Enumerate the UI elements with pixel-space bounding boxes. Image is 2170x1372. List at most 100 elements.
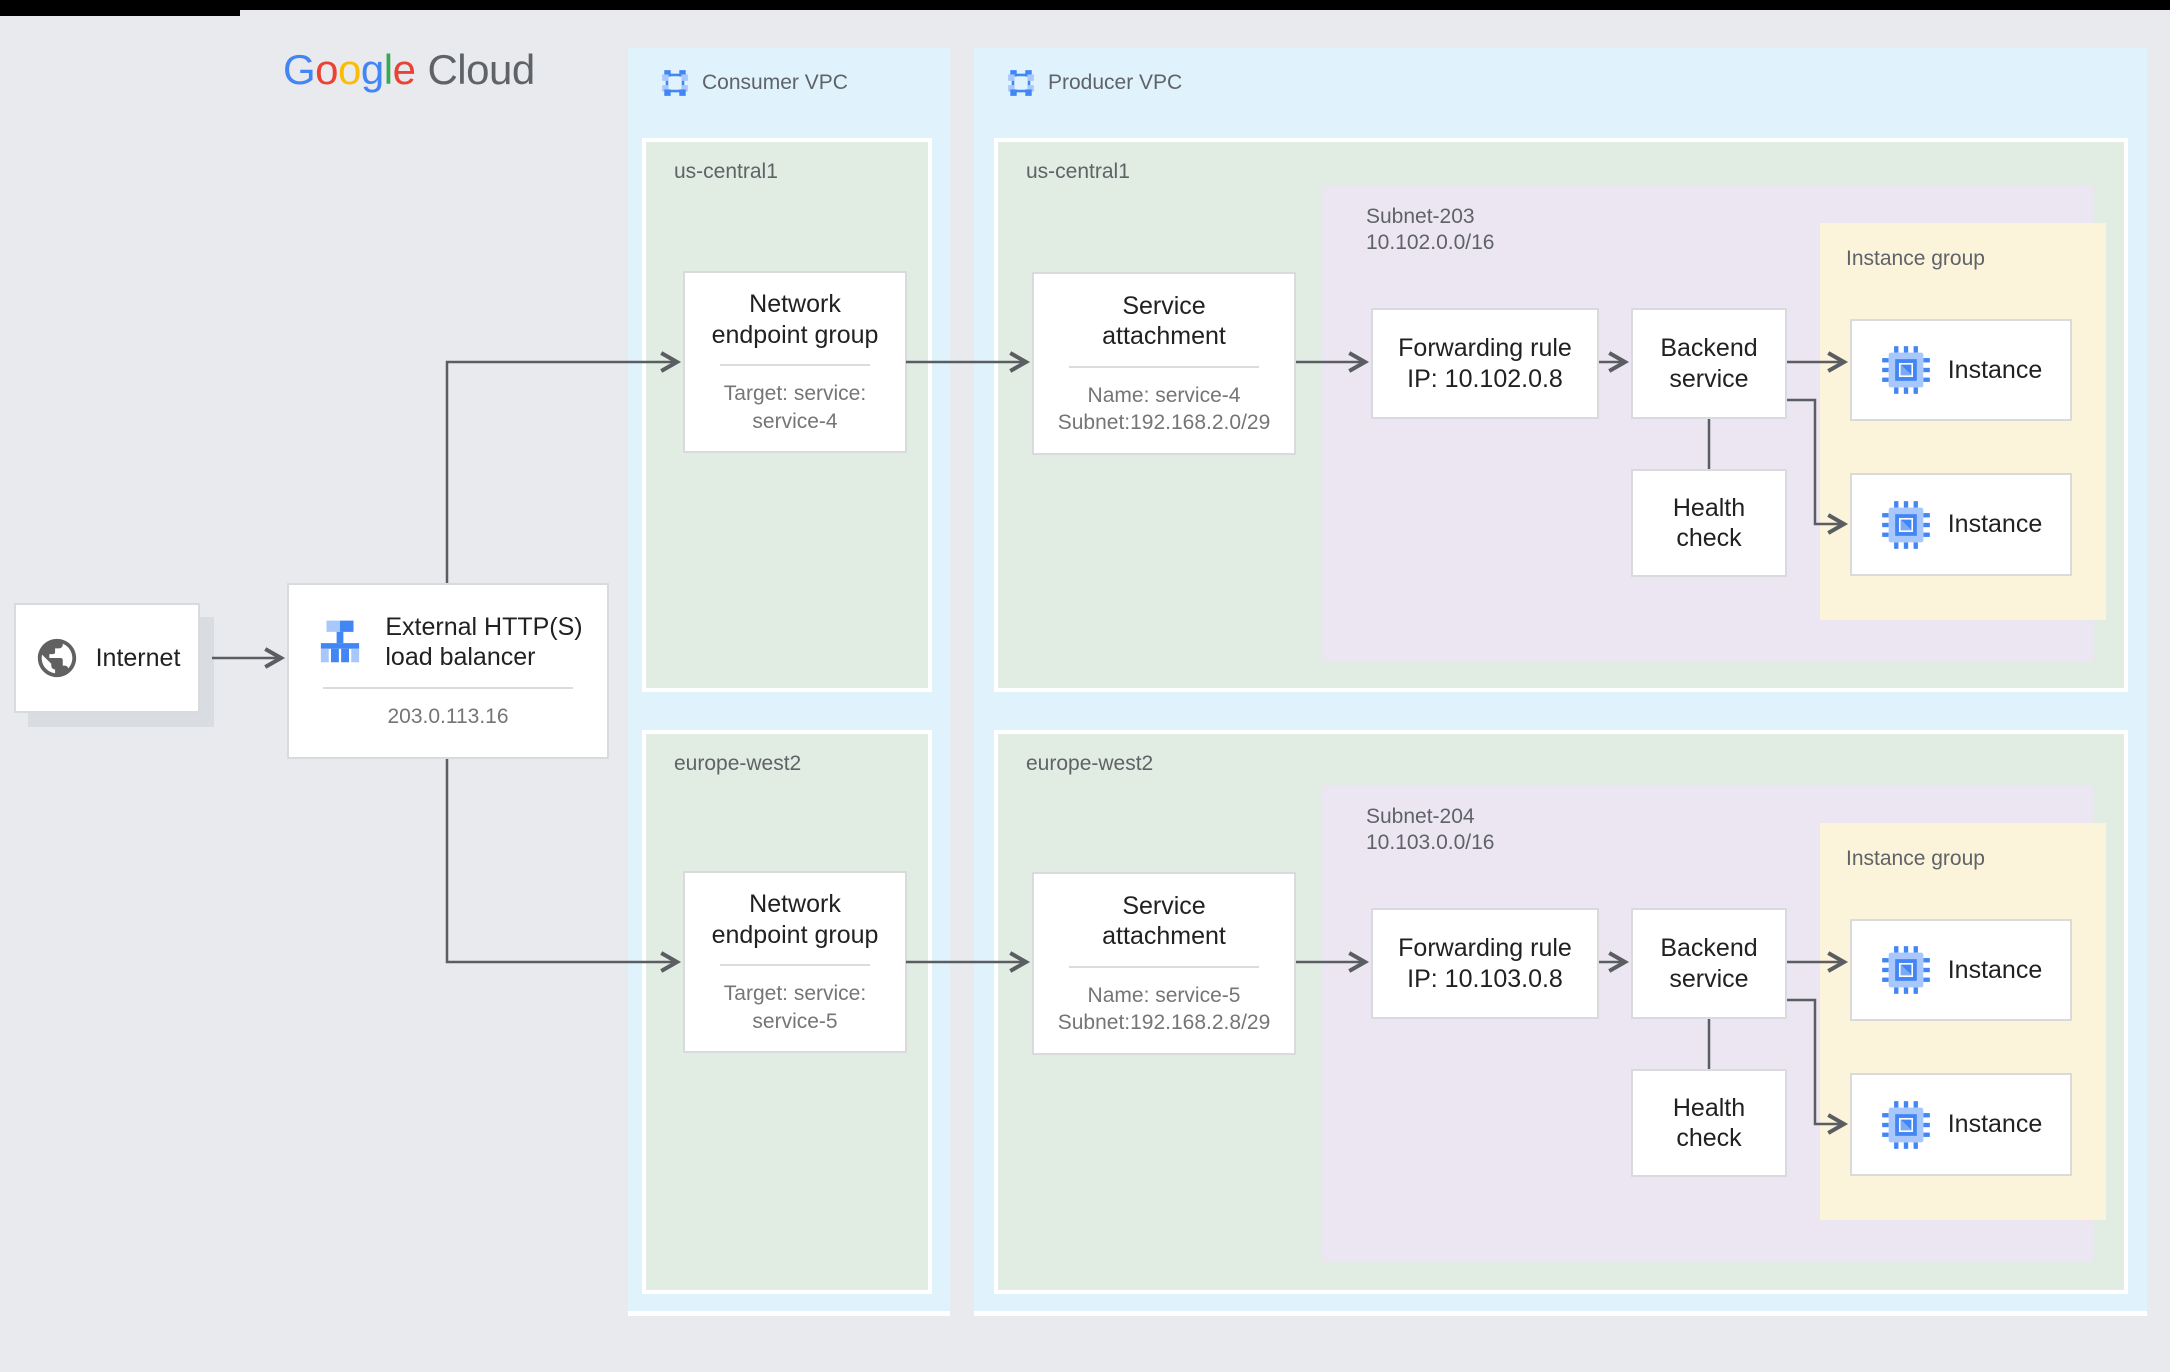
neg-title-line2: endpoint group [711,320,879,349]
health-check-node-1: Health check [1631,469,1787,577]
instance-label: Instance [1947,955,2043,984]
instance-label: Instance [1947,510,2043,539]
subnet-name: Subnet-203 [1366,205,1475,228]
forwarding-rule-text: Forwarding rule IP: 10.103.0.8 [1398,933,1572,994]
load-balancer-title: External HTTP(S) load balancer [385,612,582,673]
backend-line1: Backend [1660,934,1758,962]
health-check-node-2: Health check [1631,1069,1787,1177]
sa-subnet-line: Subnet:192.168.2.0/29 [1057,411,1271,434]
load-balancer-node: External HTTP(S) load balancer 203.0.113… [287,583,609,759]
subnet-label: Subnet-203 10.102.0.0/16 [1366,204,1494,257]
network-endpoint-group-node-1: Network endpoint group Target: service: … [683,271,907,453]
producer-vpc-header: Producer VPC [1006,68,1182,98]
neg-title: Network endpoint group [712,889,879,950]
backend-line2: service [1669,964,1749,993]
health-check-text: Health check [1673,493,1745,554]
instance-label: Instance [1947,355,2043,384]
load-balancer-ip: 203.0.113.16 [387,704,509,728]
consumer-vpc-header: Consumer VPC [660,68,848,98]
compute-instance-icon [1881,1100,1930,1149]
region-label: us-central1 [1026,160,1130,183]
neg-title-line1: Network [749,890,841,919]
load-balancer-icon [321,620,360,663]
fr-line2: IP: 10.103.0.8 [1407,964,1563,993]
compute-instance-icon [1881,346,1930,394]
subnet-cidr: 10.102.0.0/16 [1366,231,1495,255]
instance-group-label: Instance group [1846,247,1985,270]
neg-title: Network endpoint group [712,289,879,350]
divider-line [720,364,870,367]
forwarding-rule-node-2: Forwarding rule IP: 10.103.0.8 [1371,908,1599,1019]
instance-node: Instance [1850,473,2072,576]
backend-service-node-2: Backend service [1631,908,1787,1019]
instance-label: Instance [1947,1110,2043,1139]
service-attachment-title: Service attachment [1102,891,1226,952]
google-logo-wordmark: Google [283,46,416,93]
sa-name-line: Name: service-4 [1087,383,1241,407]
neg-target-line1: Target: service: [723,982,867,1006]
forwarding-rule-node-1: Forwarding rule IP: 10.102.0.8 [1371,308,1599,419]
health-line2: check [1676,1124,1742,1152]
globe-icon [37,638,76,678]
service-attachment-details: Name: service-4 Subnet:192.168.2.0/29 [1058,382,1271,437]
neg-target-line1: Target: service: [723,382,867,406]
sa-subnet-line: Subnet:192.168.2.8/29 [1057,1011,1271,1034]
sa-title-line2: attachment [1102,922,1226,951]
subnet-cidr: 10.103.0.0/16 [1366,831,1495,855]
service-attachment-details: Name: service-5 Subnet:192.168.2.8/29 [1058,982,1271,1037]
region-label: europe-west2 [1026,752,1154,775]
divider-line [1069,365,1259,368]
sa-title-line2: attachment [1102,322,1226,351]
backend-service-text: Backend service [1660,333,1757,394]
lb-title-line1: External HTTP(S) [385,612,583,641]
fr-line1: Forwarding rule [1398,934,1572,962]
instance-group-label: Instance group [1846,847,1985,870]
producer-vpc-label: Producer VPC [1048,71,1183,94]
consumer-vpc-label: Consumer VPC [702,71,848,94]
instance-node: Instance [1850,1073,2072,1176]
subnet-name: Subnet-204 [1366,805,1475,828]
service-attachment-node-2: Service attachment Name: service-5 Subne… [1032,872,1296,1055]
sa-title-line1: Service [1122,891,1206,920]
backend-line1: Backend [1660,334,1758,362]
backend-line2: service [1669,364,1749,393]
divider-line [323,686,573,689]
fr-line1: Forwarding rule [1398,334,1572,362]
sa-title-line1: Service [1122,291,1206,320]
internet-label: Internet [95,643,181,672]
top-black-strip [0,0,2170,10]
internet-node: Internet [14,603,200,713]
forwarding-rule-text: Forwarding rule IP: 10.102.0.8 [1398,333,1572,394]
service-attachment-title: Service attachment [1102,291,1226,352]
google-logo-cloud-text: Cloud [427,46,535,93]
neg-target-line2: service-5 [752,1009,838,1033]
neg-target-line2: service-4 [752,409,838,433]
fr-line2: IP: 10.102.0.8 [1407,364,1563,393]
health-line1: Health [1672,1093,1746,1122]
subnet-label: Subnet-204 10.103.0.0/16 [1366,804,1494,857]
vpc-network-icon [1008,70,1034,96]
sa-name-line: Name: service-5 [1087,983,1241,1007]
neg-target: Target: service: service-4 [724,380,866,435]
compute-instance-icon [1881,500,1930,549]
region-label: europe-west2 [674,752,802,775]
lb-title-line2: load balancer [385,643,536,672]
instance-node: Instance [1850,319,2072,421]
divider-line [720,964,870,967]
backend-service-node-1: Backend service [1631,308,1787,419]
service-attachment-node-1: Service attachment Name: service-4 Subne… [1032,272,1296,455]
vpc-network-icon [662,70,688,96]
instance-node: Instance [1850,919,2072,1021]
neg-title-line2: endpoint group [711,920,879,949]
neg-target: Target: service: service-5 [724,980,866,1035]
neg-title-line1: Network [749,290,841,319]
google-cloud-logo: Google Cloud [283,46,535,94]
health-check-text: Health check [1673,1093,1745,1154]
divider-line [1069,965,1259,968]
compute-instance-icon [1881,946,1930,994]
health-line1: Health [1672,493,1746,522]
health-line2: check [1676,524,1742,552]
backend-service-text: Backend service [1660,933,1757,994]
region-label: us-central1 [674,160,778,183]
